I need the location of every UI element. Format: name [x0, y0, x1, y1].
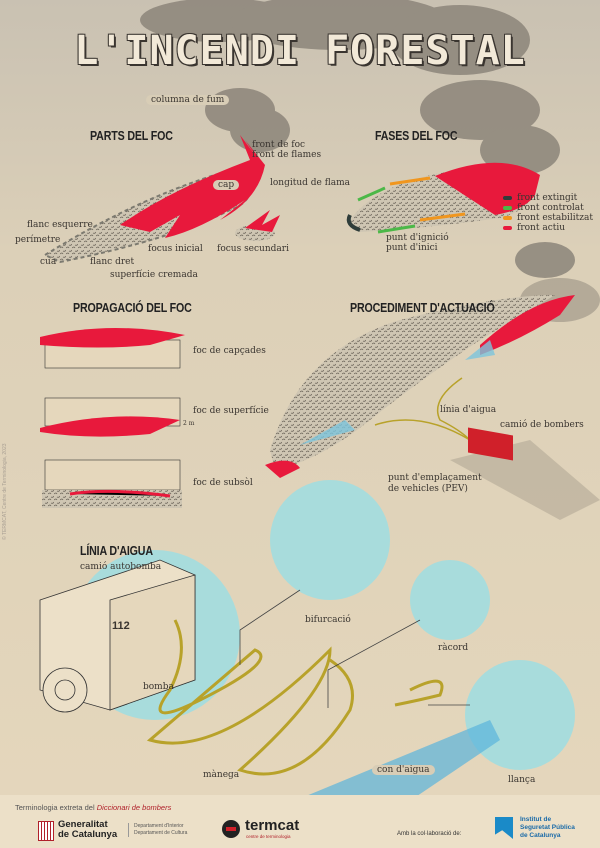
source-title-link[interactable]: Diccionari de bombers — [96, 803, 172, 812]
label-height-mark: 2 m — [183, 420, 195, 427]
legend-label: front controlat — [517, 203, 584, 213]
gencat-line-2: de Catalunya — [58, 829, 118, 840]
label-nozzle: llança — [508, 775, 536, 785]
legend-label: front actiu — [517, 223, 566, 233]
crown-fire-drawing — [40, 327, 185, 369]
legend-swatch — [503, 225, 512, 230]
termcat-name: termcat — [245, 817, 300, 834]
label-cap: cap — [213, 180, 240, 190]
truck-number: 112 — [112, 620, 130, 632]
legend-label: front estabilitzat — [517, 213, 593, 223]
ispc-line-1: Institut de — [520, 816, 552, 823]
label-front-de-flames: front de flames — [252, 150, 322, 160]
fire-front — [120, 135, 265, 238]
page-title: L'INCENDI FORESTAL — [74, 28, 526, 74]
gencat-logo-icon — [38, 821, 54, 841]
legend-item: front extingit — [503, 193, 593, 203]
label-ignition: punt d'ignició — [386, 233, 449, 243]
phases-heading: FASES DEL FOC — [375, 128, 458, 143]
legend-swatch — [503, 215, 512, 220]
label-pump: bomba — [143, 682, 174, 692]
dept-line-2: Departament de Cultura — [134, 830, 188, 836]
label-water-jet: con d'aigua — [372, 765, 435, 775]
dept-line-1: Departament d'Interior — [134, 823, 184, 829]
label-pev-2: de vehicles (PEV) — [388, 484, 468, 494]
label-hose: mànega — [203, 770, 240, 780]
ispc-logo-icon — [495, 817, 513, 839]
label-surface-fire: foc de superfície — [193, 406, 269, 416]
label-coupling: ràcord — [438, 643, 469, 653]
hose — [146, 619, 444, 776]
smoke-column-label: columna de fum — [146, 95, 230, 105]
source-note: Terminologia extreta del Diccionari de b… — [15, 803, 171, 812]
label-pev: punt d'emplaçament — [388, 473, 482, 483]
label-splitter: bifurcació — [305, 615, 351, 625]
ispc-line-3: de Catalunya — [520, 832, 561, 839]
procedure-hose — [374, 377, 471, 441]
label-ignition-alt: punt d'inici — [386, 243, 438, 253]
label-front-de-foc: front de foc — [252, 140, 306, 150]
legend-item: front controlat — [503, 203, 593, 213]
label-flame-length: longitud de flama — [270, 178, 350, 188]
procedure-heading: PROCEDIMENT D'ACTUACIÓ — [350, 300, 495, 315]
source-prefix: Terminologia extreta del — [15, 803, 95, 812]
propagation-heading: PROPAGACIÓ DEL FOC — [73, 300, 192, 315]
legend-item: front estabilitzat — [503, 213, 593, 223]
label-pump-truck: camió autobomba — [80, 562, 162, 572]
termcat-subtitle: centre de terminologia — [246, 834, 291, 839]
footer: Terminologia extreta del Diccionari de b… — [0, 795, 600, 848]
label-ground-fire: foc de subsòl — [193, 478, 253, 488]
legend-swatch — [503, 205, 512, 210]
label-tail: cua — [40, 257, 57, 267]
label-initial-focus: focus inicial — [148, 244, 203, 254]
fire-truck — [468, 427, 513, 461]
label-secondary-focus: focus secundari — [217, 244, 289, 254]
label-left-flank: flanc esquerre — [27, 220, 93, 230]
surface-fire-drawing — [40, 397, 181, 437]
legend-swatch — [503, 195, 512, 200]
legend-label: front extingit — [517, 193, 578, 203]
label-burned-area: superfície cremada — [110, 270, 198, 280]
parts-heading: PARTS DEL FOC — [90, 128, 173, 143]
water-line-heading: LÍNIA D'AIGUA — [80, 543, 153, 558]
label-right-flank: flanc dret — [90, 257, 135, 267]
termcat-logo-icon — [222, 820, 240, 838]
ispc-line-2: Seguretat Pública — [520, 824, 575, 831]
gencat-line-1: Generalitat — [58, 819, 108, 830]
credit: © TERMCAT, Centre de Terminologia, 2023 — [2, 443, 8, 540]
label-perimeter: perímetre — [15, 235, 61, 245]
pump-truck — [39, 559, 196, 713]
label-fire-truck: camió de bombers — [500, 420, 584, 430]
label-water-line: línia d'aigua — [440, 405, 497, 415]
label-crown-fire: foc de capçades — [193, 346, 266, 356]
legend-item: front actiu — [503, 223, 593, 233]
phases-legend: front extingit front controlat front est… — [503, 193, 593, 233]
collaboration-note: Amb la col·laboració de: — [397, 831, 462, 837]
ground-fire-drawing — [42, 459, 182, 508]
